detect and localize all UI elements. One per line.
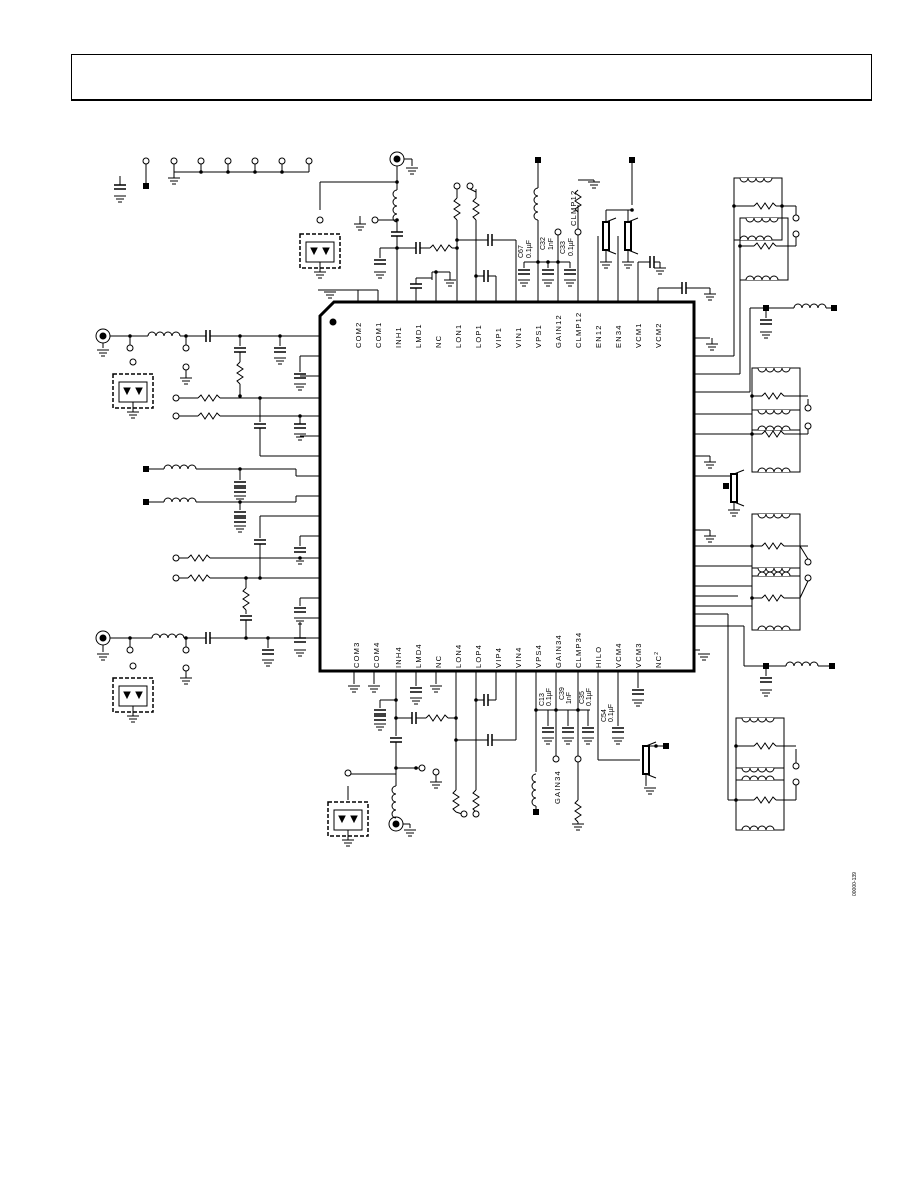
right-output-2 [694, 367, 812, 473]
pin-top-inh1-2: INH1 [394, 326, 403, 348]
pin-top-lon1-5: LON1 [454, 324, 463, 348]
pin-top-com2-0: COM2 [354, 322, 363, 348]
pin-top-vcm2-15: VCM2 [654, 322, 663, 348]
pin-top-lmd1-3: LMD1 [414, 323, 423, 348]
pin-top-com1-1: COM1 [374, 322, 383, 348]
label-c67: C67 [518, 245, 525, 258]
vcm4-vcm3 [611, 671, 645, 745]
right-output-1 [694, 177, 800, 375]
top-pin-labels: COM2 COM1 INH1 LMD1 NC LON1 LOP1 VIP1 VIN1 VPS1 GA… [354, 312, 663, 348]
label-c35-value: 0.1µF [586, 688, 593, 706]
pin-bottom-gain34-10: GAIN34 [554, 634, 563, 668]
label-gain34: GAIN34 [553, 770, 562, 804]
left-input-1 [95, 328, 320, 419]
left-supply-inductors [142, 464, 320, 533]
label-c13-value: 0.1µF [546, 688, 553, 706]
lon1-lop1-network [453, 182, 517, 302]
inh1-lmd1-network [373, 241, 460, 302]
pin-bottom-com3-0: COM3 [352, 642, 361, 668]
pin-bottom-hilo-12: HILO [594, 646, 603, 668]
vcm1-vcm2 [637, 255, 717, 302]
right-supply-1 [694, 303, 838, 393]
hilo-switch [597, 671, 670, 795]
pin-bottom-lon4-5: LON4 [454, 644, 463, 668]
pin-bottom-com4-1: COM4 [372, 642, 381, 668]
pin-top-lop1-6: LOP1 [474, 324, 483, 348]
page-header-box [71, 54, 872, 101]
pin-bottom-lop4-6: LOP4 [474, 644, 483, 668]
pin-superscript: 2 [654, 651, 660, 655]
left-network-lower [172, 515, 320, 657]
bottom-pin-labels: COM3 COM4 INH4 LMD4 NC LON4 LOP4 VIP4 VIN4 VPS4 GA… [352, 632, 663, 668]
enable-switches [597, 156, 639, 302]
pin1-marker [329, 318, 337, 326]
pin-bottom-vcm3-14: VCM3 [634, 642, 643, 668]
label-c33: C33 [560, 241, 567, 254]
label-c54-value: 0.1µF [608, 704, 615, 722]
pin-bottom-nc-15: NC2 [654, 651, 663, 668]
label-c39-value: 1nF [566, 692, 573, 704]
right-output-3 [694, 513, 812, 631]
pin-top-en34-13: EN34 [614, 324, 623, 348]
pin-bottom-vip4-7: VIP4 [494, 647, 503, 668]
com34-ground [347, 671, 381, 693]
top-left-supply [113, 157, 313, 203]
right-supply-2 [694, 625, 836, 697]
label-c33-value: 0.1µF [568, 238, 575, 256]
pin-bottom-vps4-9: VPS4 [534, 644, 543, 668]
component-labels: C67 0.1µF C32 1nF C33 0.1µF CLMP12 C13 0… [518, 190, 858, 896]
pin-top-vin1-8: VIN1 [514, 327, 523, 348]
label-clmp12: CLMP12 [569, 190, 578, 226]
gain34-clmp34 [552, 671, 585, 831]
inh4-lmd4-network [327, 671, 459, 847]
lon4-lop4-network [452, 671, 517, 818]
label-c35: C35 [579, 691, 586, 704]
label-c13: C13 [539, 693, 546, 706]
ic-body [318, 300, 696, 673]
label-c67-value: 0.1µF [526, 240, 533, 258]
left-network-upper [172, 355, 320, 457]
vps1-supply [517, 156, 577, 302]
pin-top-vps1-9: VPS1 [534, 324, 543, 348]
pin-bottom-clmp34-11: CLMP34 [574, 632, 583, 668]
com12-ground [318, 289, 379, 302]
pin-top-gain12-10: GAIN12 [554, 314, 563, 348]
input-connector-1 [299, 151, 419, 302]
label-c32-value: 1nF [548, 238, 555, 250]
pin-bottom-nc-4: NC [434, 655, 443, 668]
pin-top-nc-4: NC [434, 335, 443, 348]
pin-bottom-inh4-2: INH4 [394, 646, 403, 668]
label-c32: C32 [540, 237, 547, 250]
pin-bottom-vin4-8: VIN4 [514, 647, 523, 668]
pin-top-clmp12-11: CLMP12 [574, 312, 583, 348]
label-c39: C39 [559, 687, 566, 700]
gain12-clmp12 [554, 179, 601, 302]
pin-bottom-lmd4-3: LMD4 [414, 643, 423, 668]
pin-top-en12-12: EN12 [594, 324, 603, 348]
pin-top-vcm1-14: VCM1 [634, 322, 643, 348]
right-output-4 [694, 595, 800, 831]
pin-top-vip1-7: VIP1 [494, 327, 503, 348]
vps4-supply [531, 671, 595, 816]
left-input-4 [95, 630, 320, 723]
figure-code: 00000-139 [852, 872, 858, 896]
label-c54: C54 [601, 709, 608, 722]
right-center-switch [694, 455, 745, 543]
pin-bottom-vcm4-13: VCM4 [614, 642, 623, 668]
